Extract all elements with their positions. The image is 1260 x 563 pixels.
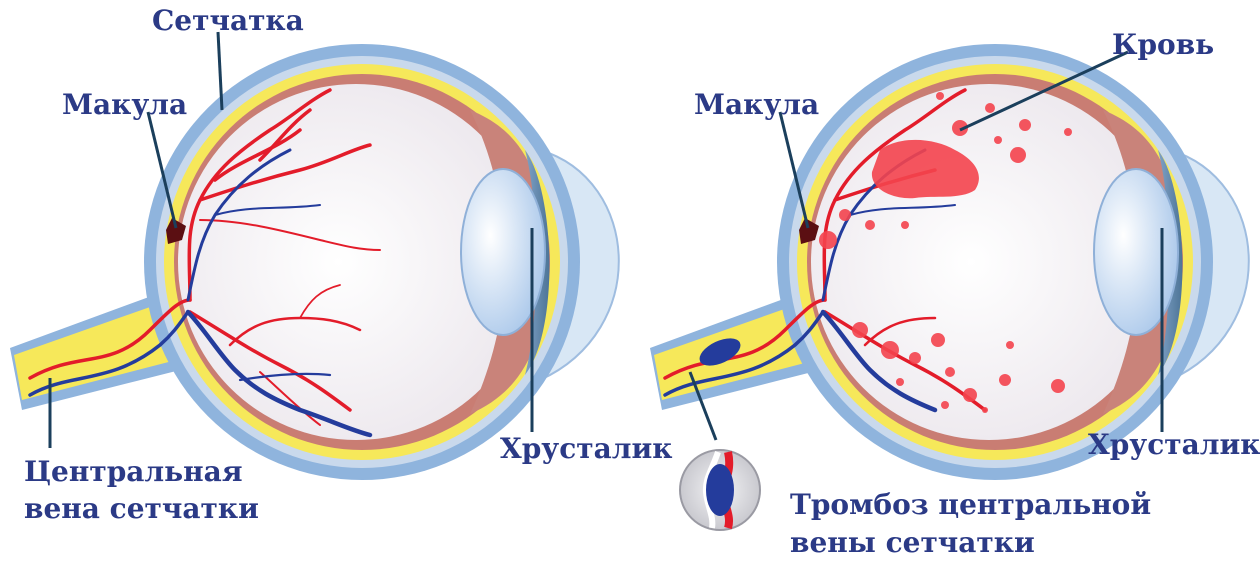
label-macula-right: Макула: [694, 88, 819, 122]
label-blood: Кровь: [1112, 28, 1214, 62]
label-central-vein-line2: вена сетчатки: [24, 492, 259, 526]
label-thrombosis-line1: Тромбоз центральной: [790, 488, 1151, 522]
label-central-vein-line1: Центральная: [24, 455, 243, 489]
label-retina: Сетчатка: [152, 4, 304, 38]
thrombosis-magnifier: [680, 450, 760, 530]
label-lens-left: Хрусталик: [500, 432, 673, 466]
lens: [1094, 169, 1178, 335]
label-thrombosis-line2: вены сетчатки: [790, 526, 1035, 560]
label-macula-left: Макула: [62, 88, 187, 122]
label-lens-right: Хрусталик: [1088, 428, 1260, 462]
